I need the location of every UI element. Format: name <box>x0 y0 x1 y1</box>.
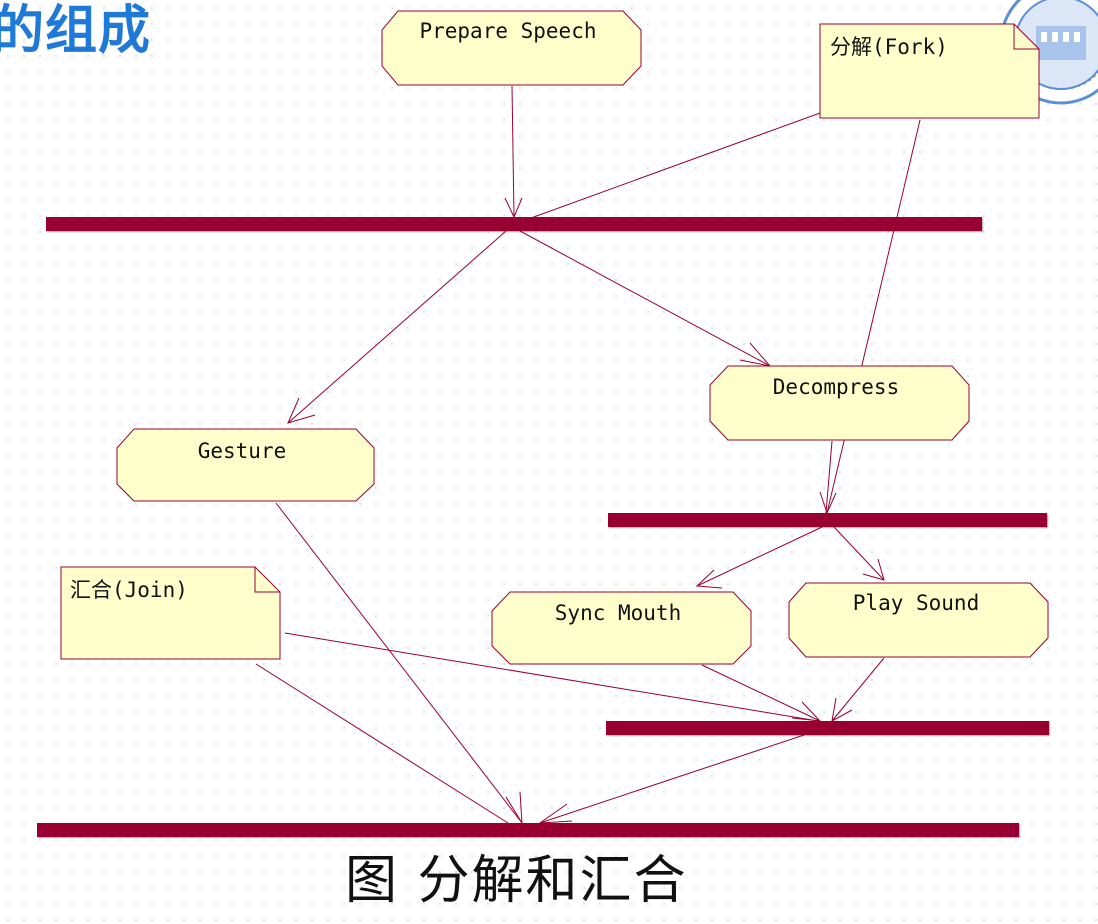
activity-gesture: Gesture <box>116 428 375 502</box>
join-bar-sound <box>606 721 1049 735</box>
activity-label-gesture: Gesture <box>198 439 287 463</box>
activity-label-prepare-speech: Prepare Speech <box>419 19 596 43</box>
transition-arrows <box>275 85 885 824</box>
fork-bar-decompress <box>608 513 1047 527</box>
fork-bar-main <box>46 217 982 231</box>
slide-title: 的组成 <box>0 1 152 61</box>
activity-play-sound: Play Sound <box>788 582 1049 658</box>
note-anchors <box>255 112 921 824</box>
join-bar-main <box>37 823 1019 837</box>
activity-sync-mouth: Sync Mouth <box>491 591 752 665</box>
activity-label-decompress: Decompress <box>773 375 899 399</box>
activity-label-sync-mouth: Sync Mouth <box>555 601 681 625</box>
note-join: 汇合(Join) <box>60 566 281 660</box>
figure-caption: 图 分解和汇合 <box>345 851 688 911</box>
activity-decompress: Decompress <box>709 365 970 441</box>
note-fork: 分解(Fork) <box>819 23 1040 119</box>
activity-label-play-sound: Play Sound <box>853 591 979 615</box>
activity-prepare-speech: Prepare Speech <box>381 10 642 86</box>
note-label-fork: 分解(Fork) <box>830 35 948 59</box>
note-label-join: 汇合(Join) <box>70 578 188 602</box>
